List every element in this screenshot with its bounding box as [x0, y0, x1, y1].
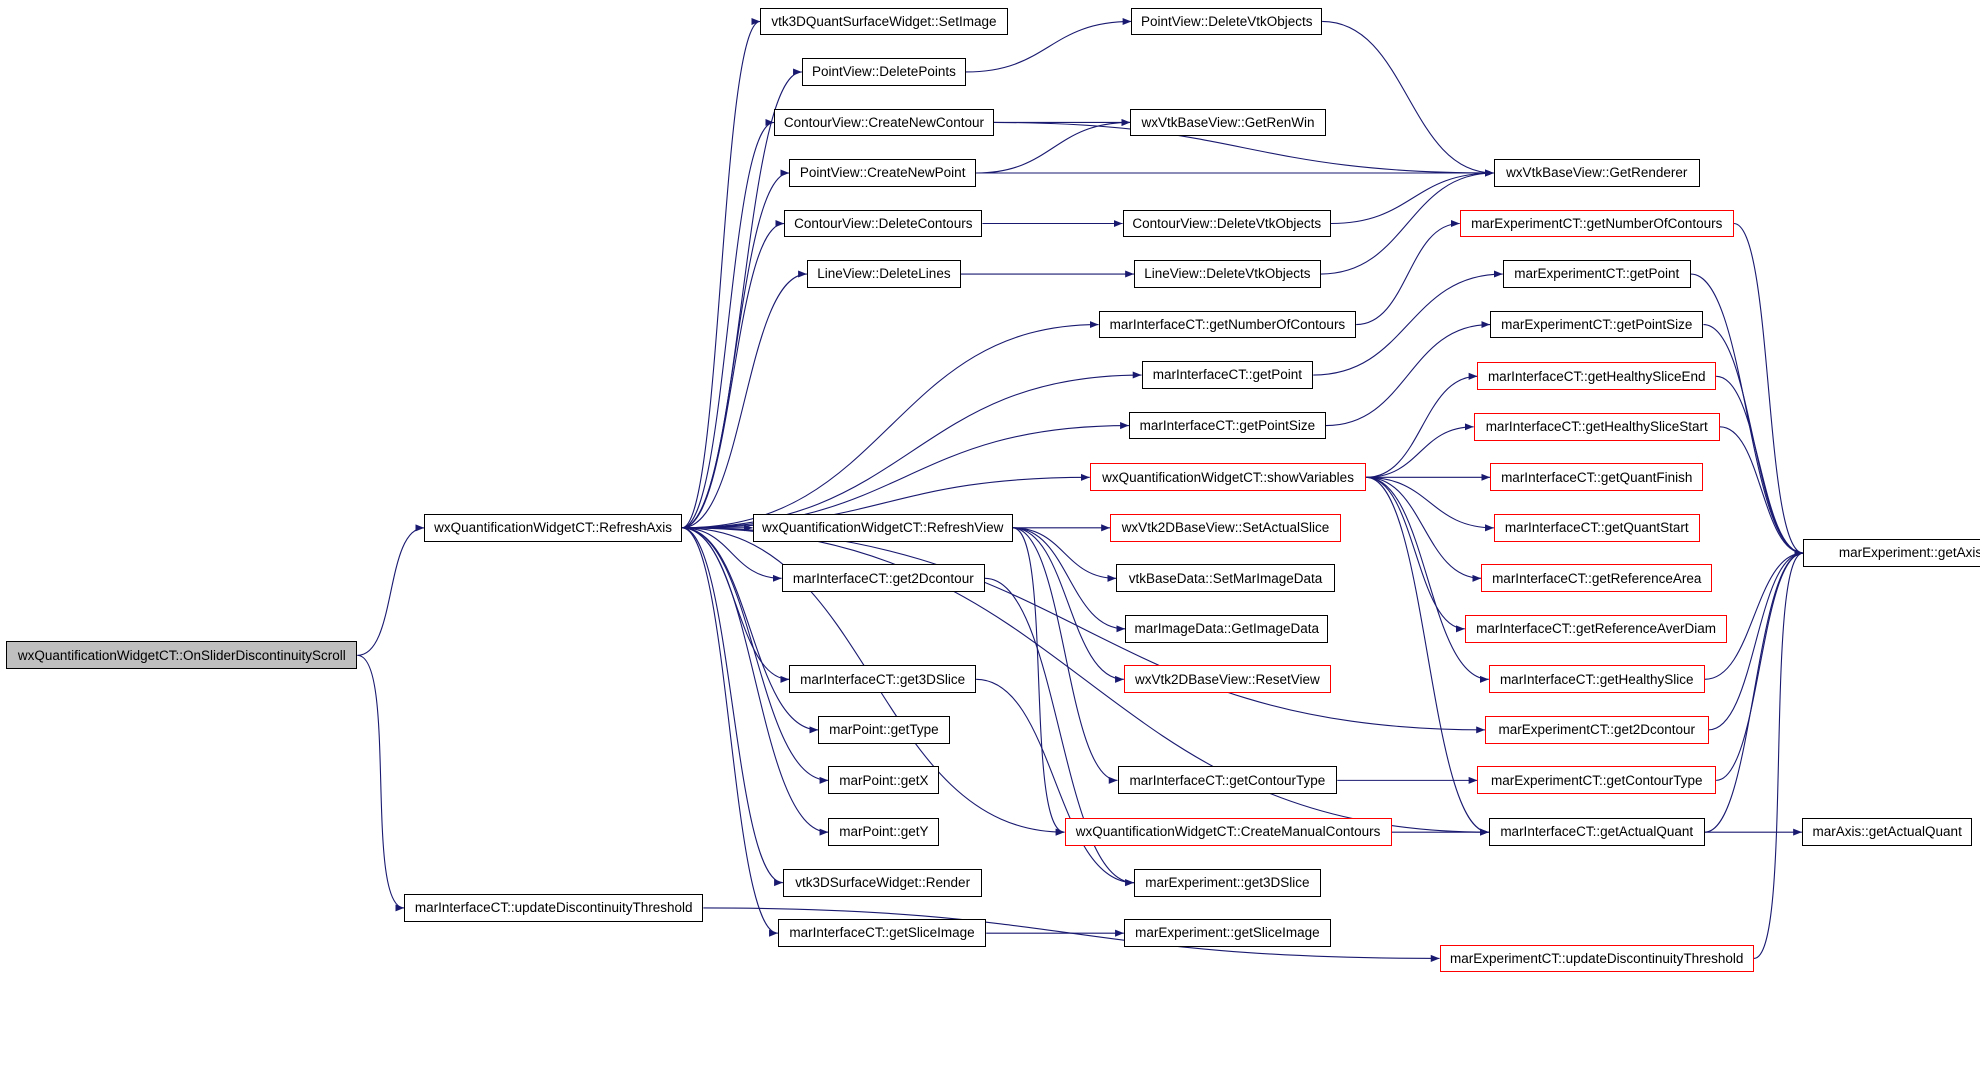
node-pointview-delete-vtk-objects[interactable]: PointView::DeleteVtkObjects: [1131, 7, 1323, 36]
edge-n47-n49: [1704, 549, 1804, 833]
edge-n02-n47: [681, 527, 1489, 836]
edge-n12-n37: [1325, 321, 1491, 427]
node-refresh-axis[interactable]: wxQuantificationWidgetCT::RefreshAxis: [424, 513, 682, 542]
edge-n11-n36: [1313, 270, 1503, 376]
node-get-quant-finish[interactable]: marInterfaceCT::getQuantFinish: [1490, 463, 1704, 492]
node-interface-get-slice-image[interactable]: marInterfaceCT::getSliceImage: [777, 919, 987, 948]
node-experimentct-get-point-size[interactable]: marExperimentCT::getPointSize: [1490, 310, 1704, 339]
edge-n02-n09: [681, 270, 807, 529]
node-get-quant-start[interactable]: marInterfaceCT::getQuantStart: [1493, 513, 1700, 542]
edge-n25-n34: [1320, 169, 1494, 275]
node-interface-get-point[interactable]: marInterfaceCT::getPoint: [1141, 361, 1314, 389]
node-get-ren-win[interactable]: wxVtkBaseView::GetRenWin: [1130, 108, 1326, 137]
edge-n44-n49: [1704, 549, 1804, 680]
edge-n16-n32: [976, 678, 1134, 887]
edge-n38-n49: [1716, 375, 1804, 557]
edge-n02-n45: [681, 527, 1486, 734]
node-contourview-create-new-contour[interactable]: ContourView::CreateNewContour: [774, 108, 994, 137]
node-interface-get-number-of-contours[interactable]: marInterfaceCT::getNumberOfContours: [1098, 310, 1357, 339]
edge-n15-n32: [984, 577, 1134, 887]
edge-n14-n28: [1012, 527, 1126, 633]
edge-n35-n49: [1733, 222, 1804, 557]
edge-n48-n49: [1753, 549, 1804, 959]
node-interface-get-3dslice[interactable]: marInterfaceCT::get3DSlice: [789, 665, 977, 694]
node-pointview-delete-points[interactable]: PointView::DeletePoints: [801, 58, 966, 86]
node-interface-get-contour-type[interactable]: marInterfaceCT::getContourType: [1117, 766, 1338, 795]
edge-n02-n18: [681, 527, 829, 784]
edge-n02-n15: [681, 527, 782, 582]
edge-n02-n11: [681, 371, 1142, 529]
edge-n02-n05: [681, 68, 802, 529]
node-experiment-get-slice-image[interactable]: marExperiment::getSliceImage: [1123, 919, 1331, 948]
node-reset-view[interactable]: wxVtk2DBaseView::ResetView: [1123, 665, 1331, 694]
node-interface-get-2dcontour[interactable]: marInterfaceCT::get2Dcontour: [781, 564, 985, 593]
node-show-variables[interactable]: wxQuantificationWidgetCT::showVariables: [1089, 463, 1367, 492]
edge-n02-n10: [681, 321, 1099, 529]
node-set-actual-slice[interactable]: wxVtk2DBaseView::SetActualSlice: [1109, 513, 1342, 542]
edge-n02-n04: [681, 18, 761, 529]
node-experimentct-get-2dcontour[interactable]: marExperimentCT::get2Dcontour: [1485, 715, 1709, 744]
node-marpoint-get-type[interactable]: marPoint::getType: [818, 715, 950, 744]
edge-n13-n42: [1366, 476, 1482, 582]
edge-n13-n44: [1366, 476, 1489, 683]
node-quant-surface-set-image[interactable]: vtk3DQuantSurfaceWidget::SetImage: [760, 7, 1008, 36]
node-lineview-delete-vtk-objects[interactable]: LineView::DeleteVtkObjects: [1133, 260, 1321, 288]
node-pointview-create-new-point[interactable]: PointView::CreateNewPoint: [789, 159, 977, 187]
edge-n07-n23: [976, 118, 1131, 174]
node-get-image-data[interactable]: marImageData::GetImageData: [1125, 614, 1329, 643]
node-set-mar-image-data[interactable]: vtkBaseData::SetMarImageData: [1116, 564, 1335, 593]
node-refresh-view[interactable]: wxQuantificationWidgetCT::RefreshView: [752, 513, 1013, 542]
edge-n02-n07: [681, 169, 790, 529]
edge-n13-n43: [1366, 476, 1465, 633]
node-contourview-delete-contours[interactable]: ContourView::DeleteContours: [784, 209, 983, 238]
node-surface-widget-render[interactable]: vtk3DSurfaceWidget::Render: [782, 868, 983, 897]
node-experimentct-get-point[interactable]: marExperimentCT::getPoint: [1502, 260, 1691, 288]
node-experimentct-update-discontinuity-threshold[interactable]: marExperimentCT::updateDiscontinuityThre…: [1439, 944, 1754, 973]
node-interface-update-discontinuity-threshold[interactable]: marInterfaceCT::updateDiscontinuityThres…: [404, 894, 704, 922]
edge-n02-n12: [681, 422, 1129, 529]
edge-n13-n41: [1366, 476, 1494, 532]
edge-n13-n39: [1366, 423, 1474, 478]
edge-n02-n20: [681, 527, 783, 887]
node-contourview-delete-vtk-objects[interactable]: ContourView::DeleteVtkObjects: [1122, 209, 1331, 238]
node-get-reference-area[interactable]: marInterfaceCT::getReferenceArea: [1481, 564, 1713, 593]
edge-n13-n38: [1366, 372, 1478, 478]
edge-n02-n21: [681, 527, 778, 937]
node-on-slider-discontinuity-scroll[interactable]: wxQuantificationWidgetCT::OnSliderDiscon…: [6, 641, 358, 670]
edge-n01-n03: [357, 654, 405, 912]
node-experiment-get-axis[interactable]: marExperiment::getAxis: [1803, 539, 1980, 567]
edge-n14-n30: [1012, 527, 1118, 784]
node-interface-get-point-size[interactable]: marInterfaceCT::getPointSize: [1128, 411, 1326, 440]
node-experimentct-get-number-of-contours[interactable]: marExperimentCT::getNumberOfContours: [1459, 209, 1734, 238]
edge-n13-n47: [1366, 476, 1489, 836]
edge-n06-n34: [993, 121, 1494, 177]
edge-n14-n31: [1012, 527, 1065, 836]
node-experiment-get-3dslice[interactable]: marExperiment::get3DSlice: [1133, 868, 1321, 897]
edge-n24-n34: [1330, 169, 1494, 225]
edge-n14-n27: [1012, 527, 1117, 582]
edge-n22-n34: [1322, 20, 1494, 177]
edge-n14-n29: [1012, 527, 1124, 683]
edge-n45-n49: [1708, 549, 1804, 731]
edge-n02-n19: [681, 527, 829, 836]
node-experimentct-get-contour-type[interactable]: marExperimentCT::getContourType: [1477, 766, 1717, 795]
edge-n10-n35: [1356, 220, 1460, 326]
node-create-manual-contours[interactable]: wxQuantificationWidgetCT::CreateManualCo…: [1064, 818, 1392, 847]
edge-n39-n49: [1719, 426, 1804, 557]
node-get-healthy-slice-end[interactable]: marInterfaceCT::getHealthySliceEnd: [1477, 362, 1717, 391]
node-get-healthy-slice[interactable]: marInterfaceCT::getHealthySlice: [1488, 665, 1705, 694]
edge-n01-n02: [357, 524, 425, 656]
node-get-reference-aver-diam[interactable]: marInterfaceCT::getReferenceAverDiam: [1464, 614, 1728, 643]
node-lineview-delete-lines[interactable]: LineView::DeleteLines: [806, 260, 961, 288]
node-marpoint-get-y[interactable]: marPoint::getY: [828, 818, 940, 847]
node-axis-get-actual-quant[interactable]: marAxis::getActualQuant: [1801, 818, 1973, 847]
node-get-healthy-slice-start[interactable]: marInterfaceCT::getHealthySliceStart: [1473, 412, 1720, 441]
node-interface-get-actual-quant[interactable]: marInterfaceCT::getActualQuant: [1488, 818, 1705, 847]
edge-n02-n08: [681, 220, 785, 529]
node-get-renderer[interactable]: wxVtkBaseView::GetRenderer: [1493, 159, 1700, 187]
edge-n05-n22: [966, 17, 1132, 73]
node-marpoint-get-x[interactable]: marPoint::getX: [828, 766, 940, 795]
edge-n02-n06: [681, 119, 775, 529]
